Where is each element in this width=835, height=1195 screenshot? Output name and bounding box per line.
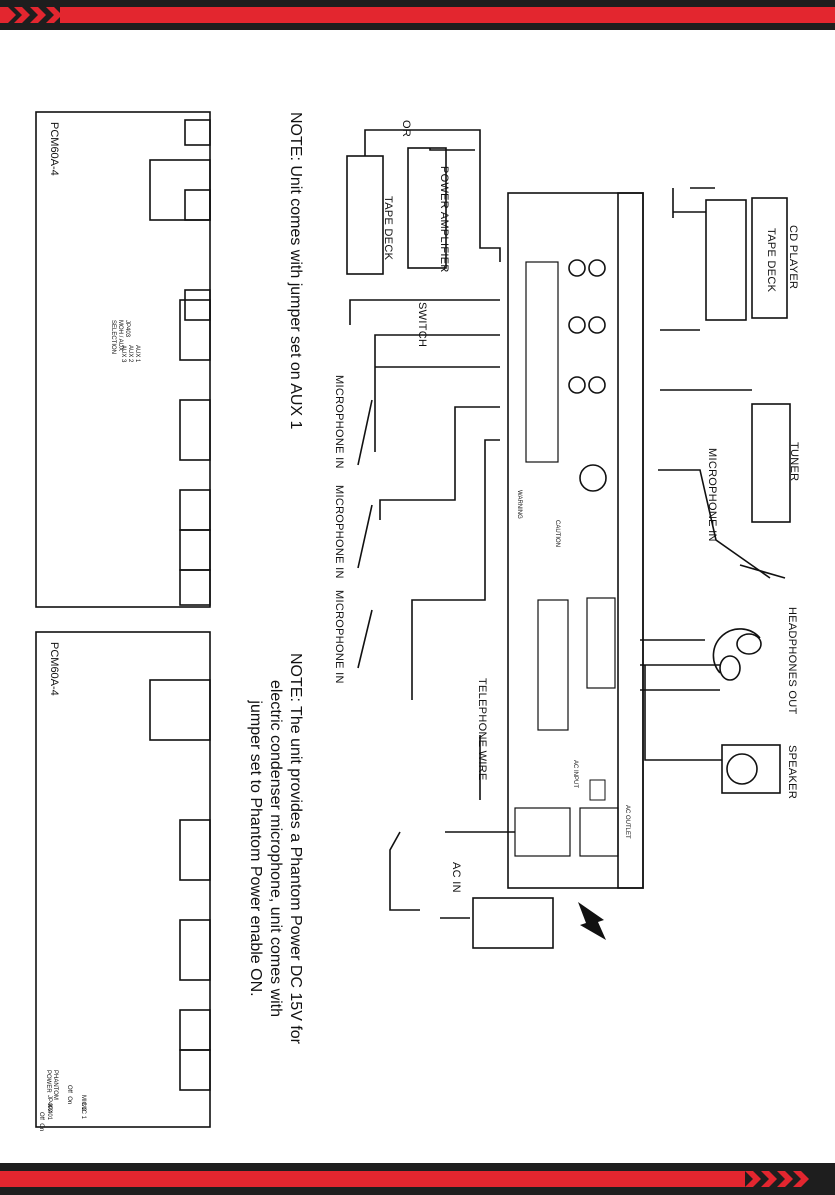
board-2-label: PCM60A-4: [48, 642, 60, 696]
ac-input-label: AC INPUT: [572, 760, 578, 789]
ac-outlet-label: AC OUTLET: [624, 805, 630, 839]
microphone-in-tuner-label: MICROPHONE IN: [706, 448, 718, 542]
footer-band: [0, 1163, 835, 1195]
speaker-label: SPEAKER: [786, 745, 798, 800]
tape-deck-top: [705, 199, 747, 321]
microphone-2: [357, 504, 373, 569]
jumper-aux-title: JP403 MOH / AUX SELECTION: [110, 320, 130, 355]
board-1-label: PCM60A-4: [48, 122, 60, 176]
or-label: OR: [400, 120, 412, 138]
microphone-in-3-label: MICROPHONE IN: [333, 590, 345, 684]
wall-outlet: [472, 897, 554, 949]
tape-deck-top-label: TAPE DECK: [765, 228, 777, 293]
microphone-3: [357, 609, 373, 669]
tape-deck-left-label: TAPE DECK: [382, 196, 394, 261]
lightning-icon: [578, 902, 606, 940]
headphones-out-label: HEADPHONES OUT: [786, 607, 798, 715]
microphone-tuner: [739, 564, 786, 579]
tuner: [751, 403, 791, 523]
phantom-offon-top: Off On: [66, 1085, 72, 1105]
aux-note: NOTE: Unit comes with jumper set on AUX …: [287, 112, 304, 430]
headphones: [712, 628, 761, 674]
microphone-in-2-label: MICROPHONE IN: [333, 485, 345, 579]
tuner-label: TUNER: [788, 442, 800, 482]
speaker: [721, 744, 781, 794]
power-amplifier-label: POWER AMPLIFIER: [438, 166, 450, 273]
microphone-1: [357, 399, 373, 466]
mic1-label: MIC 1: [80, 1103, 86, 1120]
caution-label: CAUTION: [554, 520, 560, 547]
tape-deck-left: [346, 155, 384, 275]
telephone-wire-label: TELEPHONE WIRE: [476, 678, 488, 781]
warning-label: WARNING: [516, 490, 522, 519]
ac-in-label: AC IN: [450, 862, 462, 893]
microphone-in-1-label: MICROPHONE IN: [333, 375, 345, 469]
cd-player: [751, 197, 788, 319]
cd-player-label: CD PLAYER: [787, 225, 799, 290]
header-band: [0, 0, 835, 30]
jp401-label: JP401: [46, 1103, 52, 1121]
switch-label: SWITCH: [416, 302, 428, 348]
phantom-note: NOTE: The unit provides a Phantom Power …: [247, 653, 304, 1044]
phantom-offon-bottom: Off On: [38, 1112, 44, 1132]
power-amplifier: [407, 147, 447, 269]
